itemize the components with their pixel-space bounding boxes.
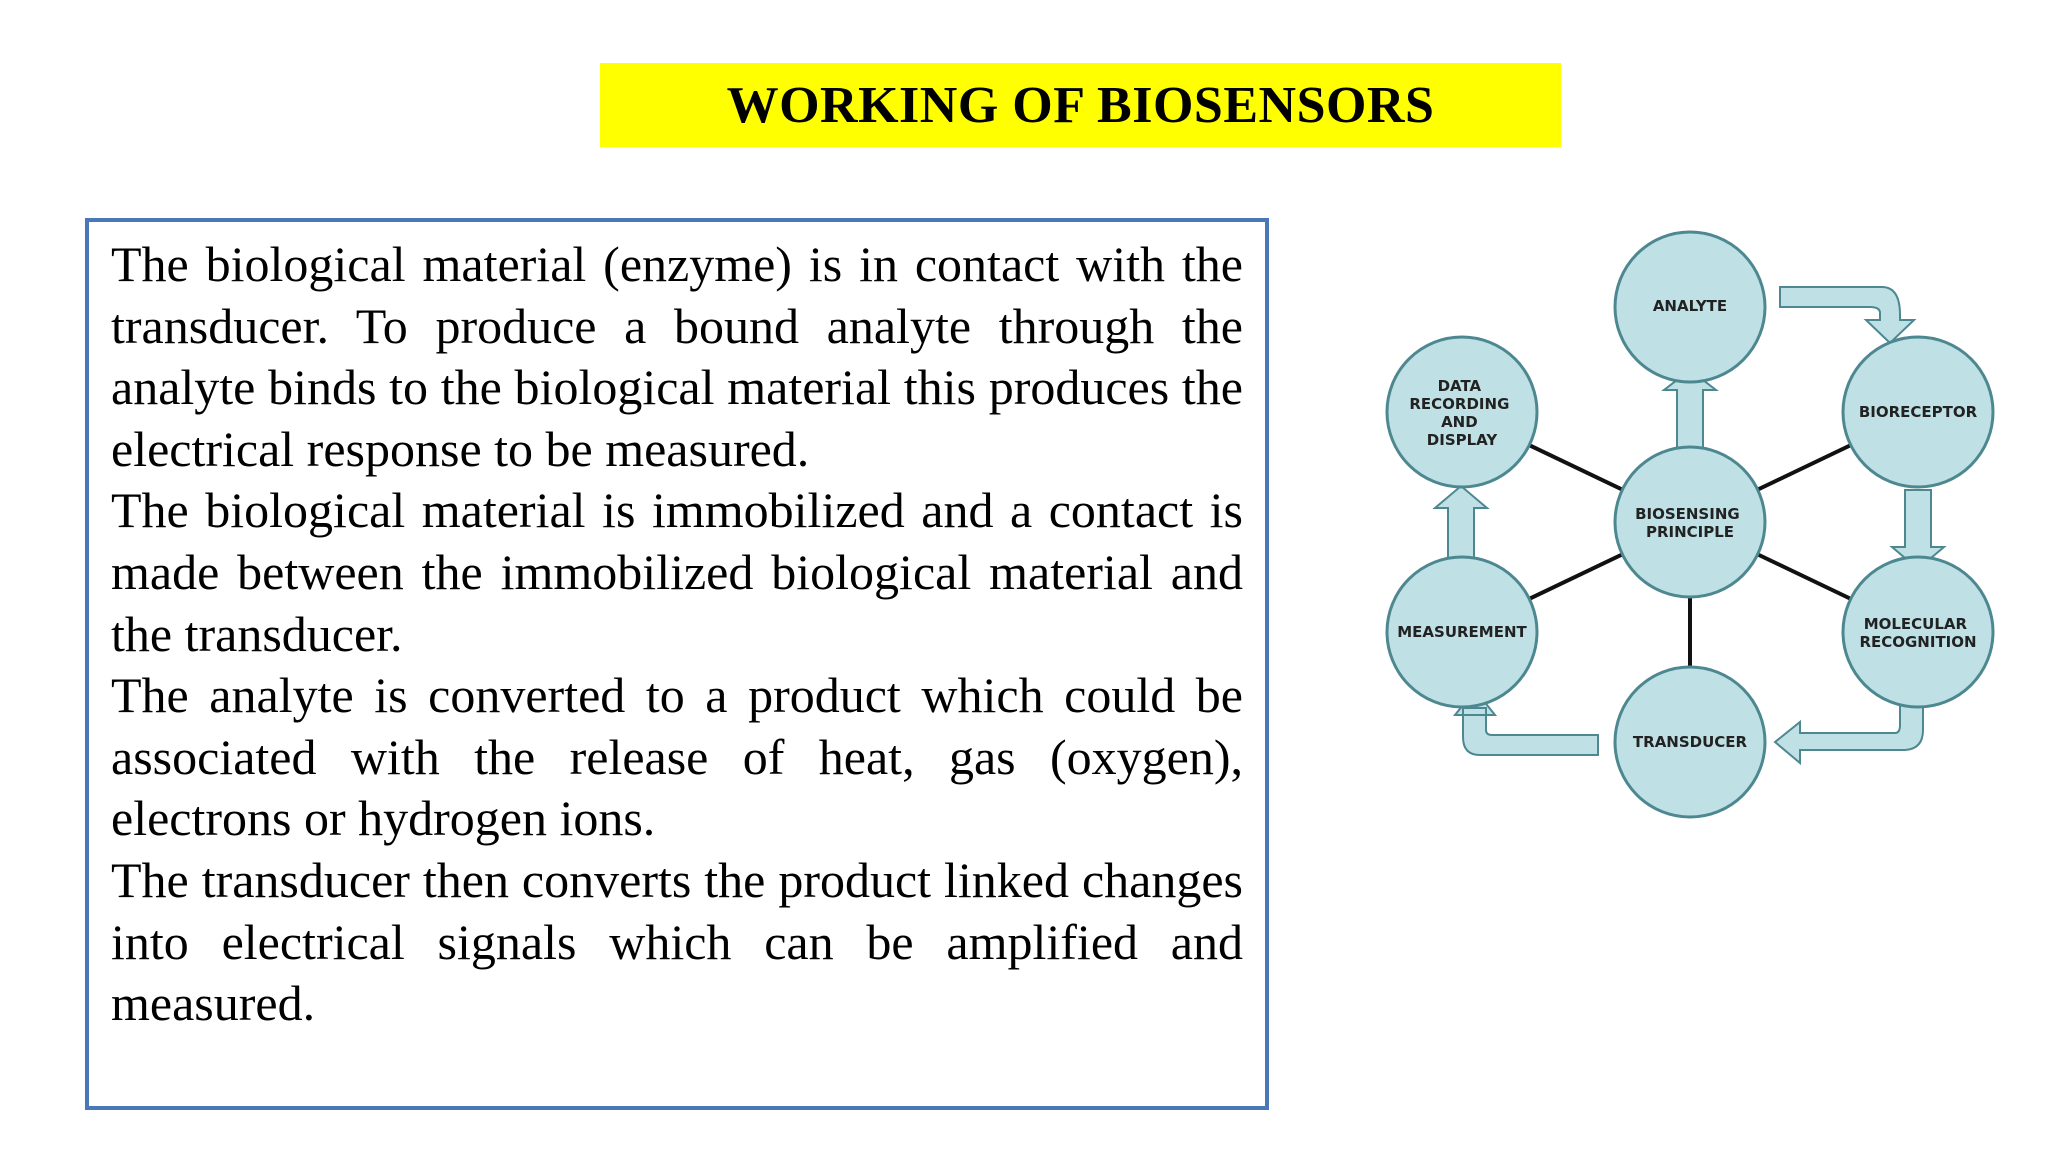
data-label-line: DATA — [1438, 377, 1482, 395]
transducer-label: TRANSDUCER — [1633, 733, 1748, 751]
measurement-label: MEASUREMENT — [1397, 623, 1527, 641]
analyte-node — [1613, 230, 1767, 384]
molecular-label: MOLECULAR RECOGNITION — [1859, 615, 1976, 651]
data-label-line: RECORDING — [1409, 395, 1509, 413]
slide-title: WORKING OF BIOSENSORS — [726, 76, 1435, 134]
arrow-up-icon — [1432, 484, 1490, 566]
center-label: BIOSENSING PRINCIPLE — [1635, 505, 1745, 541]
bioreceptor-label-line: BIORECEPTOR — [1859, 403, 1978, 421]
paragraph-1: The biological material (enzyme) is in c… — [111, 236, 1243, 477]
transducer-node — [1613, 665, 1767, 819]
analyte-label-line: ANALYTE — [1653, 297, 1727, 315]
data-node — [1385, 335, 1539, 489]
center-label-line: PRINCIPLE — [1646, 523, 1734, 541]
bioreceptor-node — [1841, 335, 1995, 489]
molecular-label-line: MOLECULAR — [1864, 615, 1968, 633]
analyte-label: ANALYTE — [1653, 297, 1727, 315]
biosensor-diagram: BIOSENSING PRINCIPLE ANALYTE BIORECEPTOR… — [1385, 230, 1995, 819]
arrow-curve-icon — [1773, 702, 1924, 766]
data-label-line: AND — [1441, 413, 1478, 431]
transducer-label-line: TRANSDUCER — [1633, 733, 1748, 751]
bioreceptor-label: BIORECEPTOR — [1859, 403, 1978, 421]
center-label-line: BIOSENSING — [1635, 505, 1740, 523]
title-banner: WORKING OF BIOSENSORS — [600, 63, 1561, 147]
arrow-curve-icon — [1779, 286, 1917, 345]
center-node — [1613, 445, 1767, 599]
paragraph-3: The analyte is converted to a product wh… — [111, 667, 1243, 847]
molecular-label-line: RECOGNITION — [1859, 633, 1976, 651]
text-box: The biological material (enzyme) is in c… — [85, 218, 1269, 1110]
data-label: DATA RECORDING AND DISPLAY — [1409, 377, 1514, 449]
measurement-label-line: MEASUREMENT — [1397, 623, 1527, 641]
paragraph-4: The transducer then converts the product… — [111, 851, 1243, 1032]
molecular-node — [1841, 555, 1995, 709]
paragraph-2: The biological material is immobilized a… — [111, 482, 1243, 662]
measurement-node — [1385, 555, 1539, 709]
data-label-line: DISPLAY — [1427, 431, 1499, 449]
